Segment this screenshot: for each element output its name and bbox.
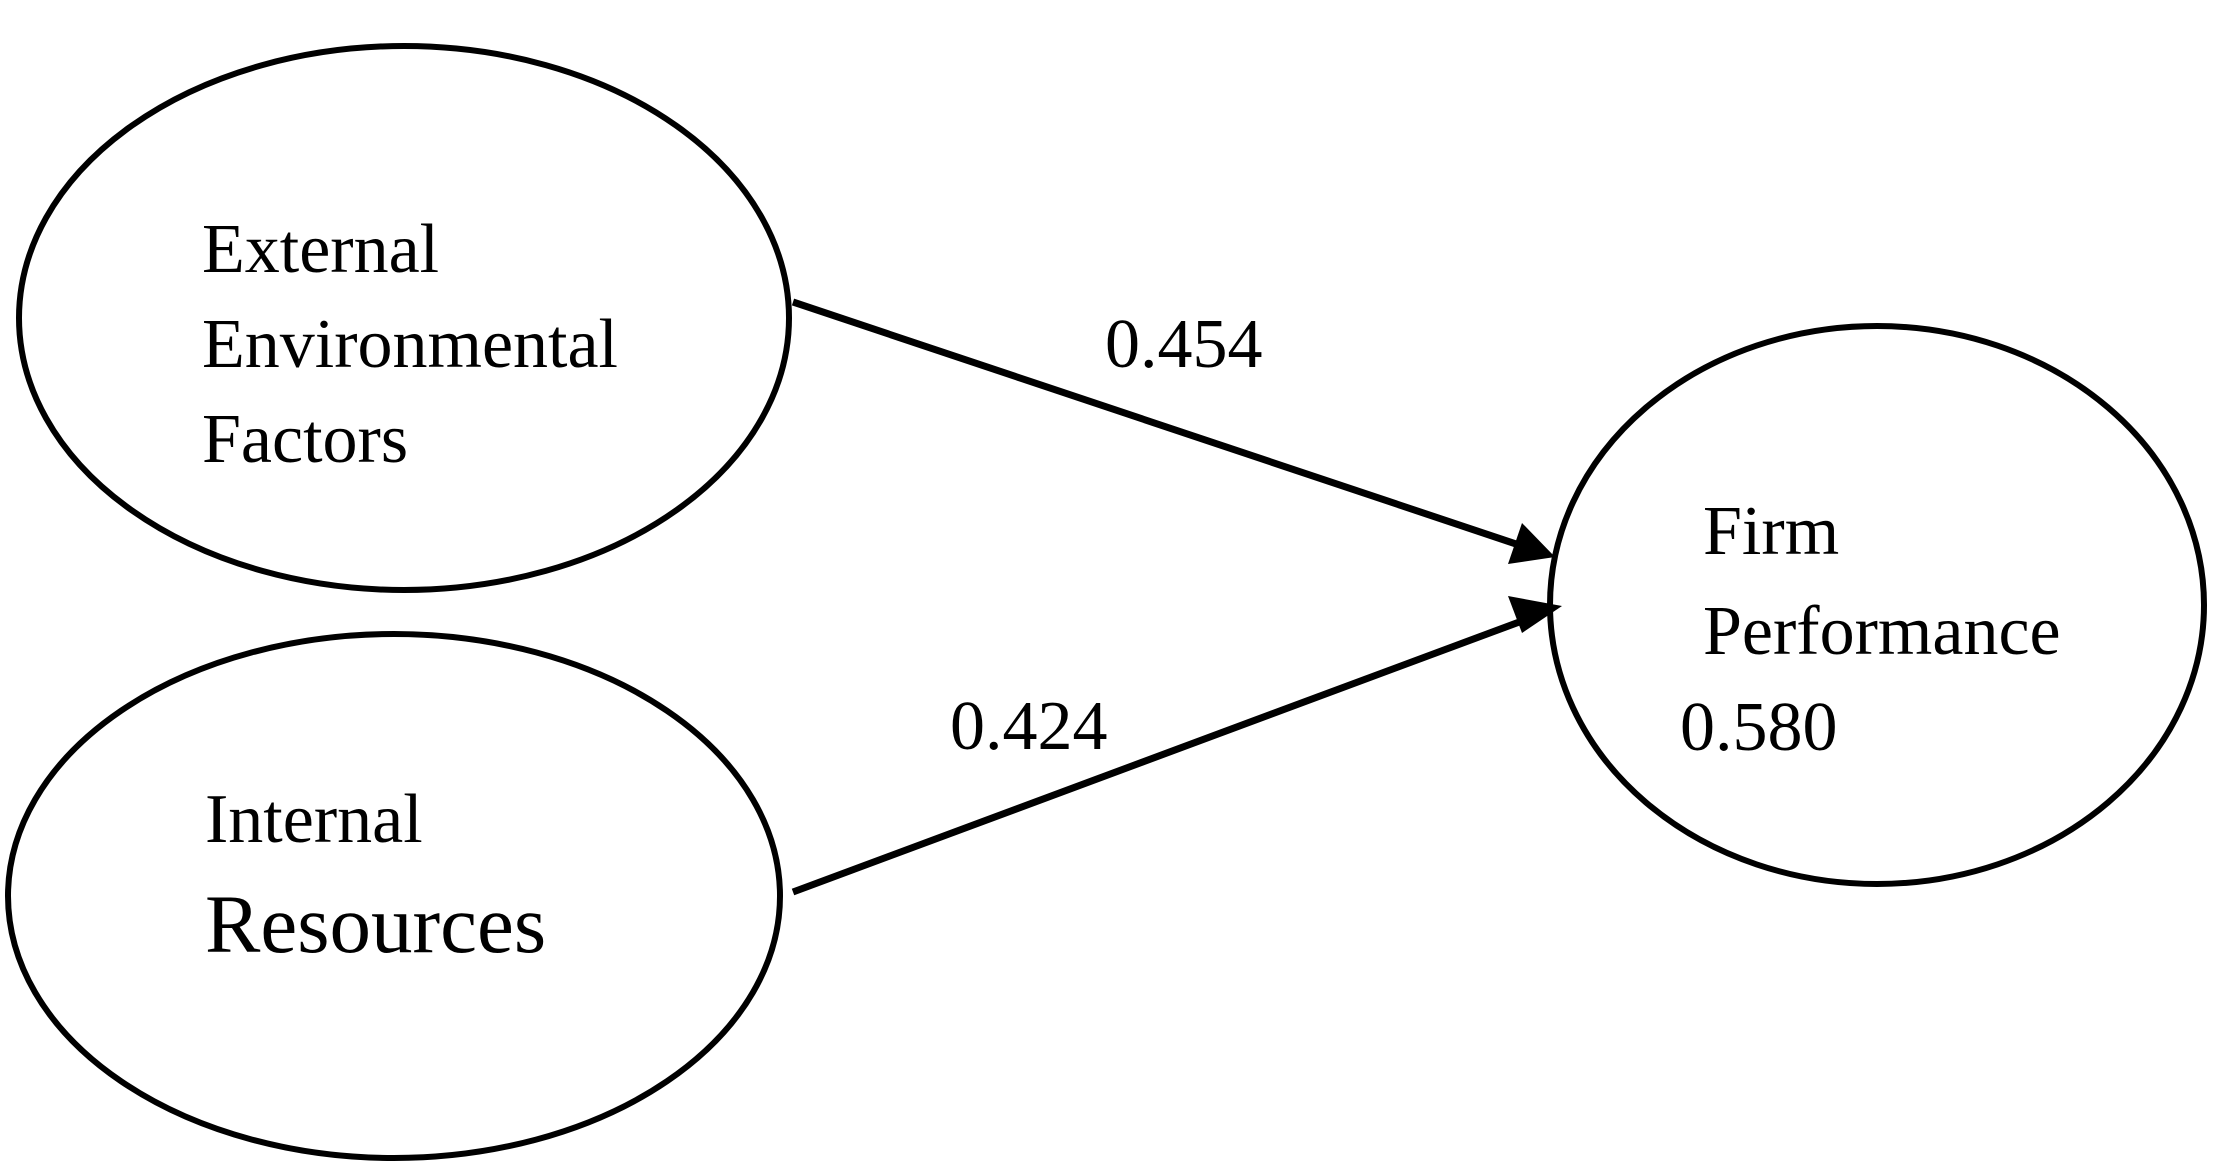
external-label-line3: Factors (202, 401, 409, 478)
firm-label-line2: Performance (1703, 593, 2061, 670)
external-to-firm-arrow-line (791, 298, 1527, 551)
firm-r-squared-value: 0.580 (1680, 689, 1838, 766)
internal-to-firm-arrow-line (791, 614, 1532, 896)
firm-label-line1: Firm (1703, 493, 1840, 570)
external-label-line2: Environmental (202, 306, 619, 383)
external-to-firm-coefficient: 0.454 (1105, 306, 1263, 383)
internal-to-firm-arrowhead (1508, 596, 1562, 633)
internal-resources-ellipse (5, 631, 783, 1161)
external-label-line1: External (202, 211, 440, 288)
external-to-firm-arrowhead (1508, 523, 1555, 564)
external-environmental-factors-ellipse (16, 43, 792, 593)
internal-to-firm-coefficient: 0.424 (950, 688, 1108, 765)
internal-label-line1: Internal (205, 781, 423, 858)
internal-label-line2: Resources (205, 878, 547, 970)
